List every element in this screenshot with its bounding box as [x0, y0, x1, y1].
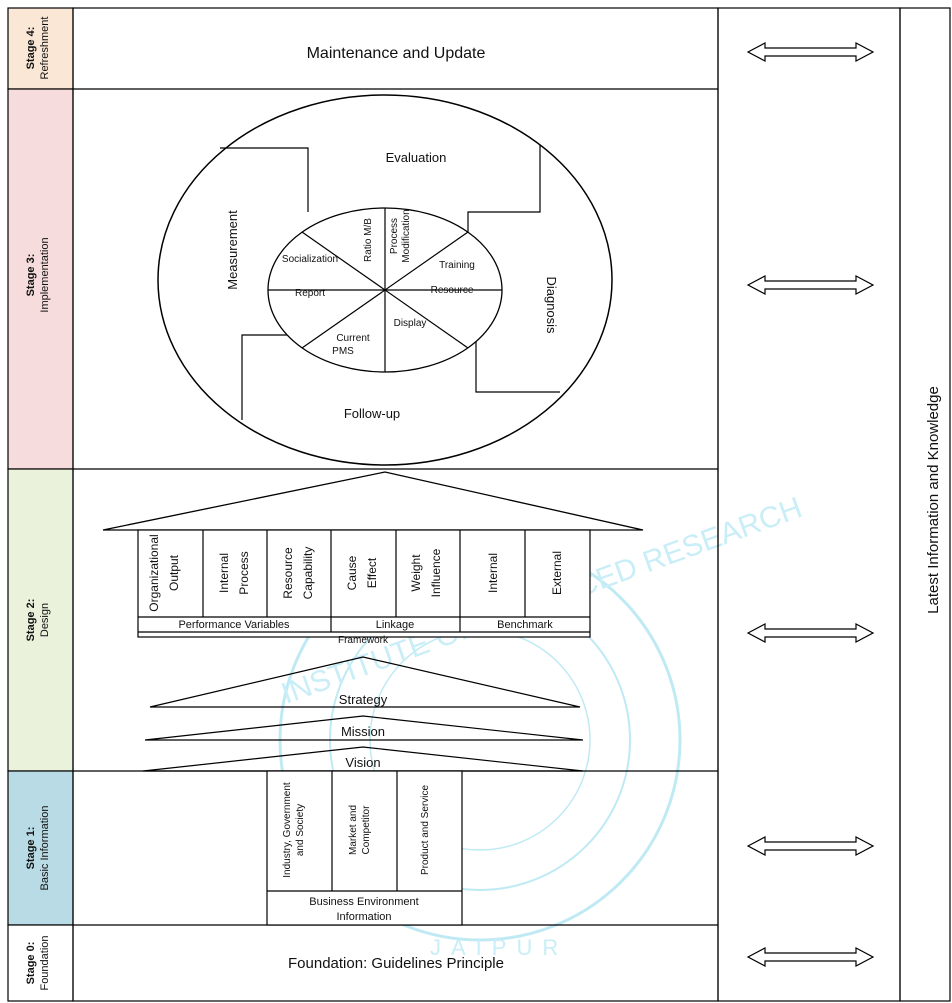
sector-dividers: [268, 208, 502, 372]
mission-label: Mission: [341, 724, 385, 739]
svg-text:Stage 2:: Stage 2:: [25, 599, 37, 642]
sector-ratio: Ratio M/B: [363, 218, 374, 262]
double-arrow-icon: [746, 42, 875, 62]
stage4-label: Stage 4: Refreshment: [25, 17, 51, 80]
sector-current: Current: [336, 333, 370, 344]
double-arrow-icon: [746, 947, 875, 967]
svg-text:Design: Design: [39, 603, 51, 637]
group-benchmark: Benchmark: [497, 619, 553, 631]
svg-text:Stage 4:: Stage 4:: [25, 27, 37, 70]
column-cause: Cause: [345, 555, 359, 590]
svg-text:Stage 0:: Stage 0:: [25, 942, 37, 985]
column-weight: Weight: [409, 554, 423, 592]
evaluation-label: Evaluation: [386, 150, 447, 165]
sector-modification: Modification: [401, 209, 412, 262]
roof-triangle: [102, 471, 644, 531]
stage3-label: Stage 3: Implementation: [25, 237, 51, 312]
column-resource: Resource: [281, 547, 295, 599]
business-environment-block: [266, 770, 463, 926]
column-market: Market and: [348, 805, 359, 855]
sector-report: Report: [295, 288, 325, 299]
column-competitor: Competitor: [361, 805, 372, 855]
sector-process: Process: [389, 218, 400, 254]
column-society: and Society: [295, 804, 306, 856]
column-organizational: Organizational: [147, 534, 161, 611]
svg-text:Foundation: Foundation: [39, 935, 51, 990]
stage2-label: Stage 2: Design: [25, 599, 51, 642]
stage3-label-bg: [7, 88, 74, 470]
column-product-service: Product and Service: [420, 785, 431, 875]
strategy-label: Strategy: [339, 692, 388, 707]
stage4-text: Maintenance and Update: [307, 45, 486, 62]
column-internal: Internal: [486, 553, 500, 593]
double-arrow-icon: [746, 836, 875, 856]
stage0-label-bg: [7, 924, 74, 1002]
svg-text:Stage 3:: Stage 3:: [25, 254, 37, 297]
column-industry: Industry, Government: [282, 782, 293, 878]
column-influence: Influence: [429, 548, 443, 597]
sector-resource: Resource: [431, 285, 474, 296]
vision-label: Vision: [345, 755, 380, 770]
side-label-column: [899, 7, 951, 1002]
sector-pms: PMS: [332, 346, 354, 357]
strategy-layer: [149, 656, 581, 708]
measurement-label: Measurement: [225, 210, 240, 290]
column-block: [137, 529, 591, 638]
mission-layer: [144, 715, 584, 741]
sector-display: Display: [394, 318, 427, 329]
sector-socialization: Socialization: [282, 254, 338, 265]
column-external: External: [550, 551, 564, 595]
column-capability: Capability: [301, 547, 315, 600]
svg-text:Stage 1:: Stage 1:: [25, 827, 37, 870]
framework-label: Framework: [338, 635, 389, 646]
side-label: Latest Information and Knowledge: [925, 386, 942, 614]
diagnosis-label: Diagnosis: [544, 276, 559, 334]
column-output: Output: [167, 554, 181, 591]
stage0-label: Stage 0: Foundation: [25, 935, 51, 990]
svg-text:Refreshment: Refreshment: [39, 17, 51, 80]
column-effect: Effect: [365, 557, 379, 588]
information-label: Information: [336, 911, 391, 923]
group-performance-variables: Performance Variables: [178, 619, 290, 631]
follow-up-label: Follow-up: [344, 406, 400, 421]
stage1-label: Stage 1: Basic Information: [25, 806, 51, 891]
double-arrow-icon: [746, 623, 875, 643]
svg-text:Basic Information: Basic Information: [39, 806, 51, 891]
double-arrow-icon: [746, 275, 875, 295]
arrow-column: [717, 7, 901, 1002]
stage1-label-bg: [7, 770, 74, 926]
column-internal-process-2: Process: [237, 551, 251, 594]
sector-training: Training: [439, 260, 475, 271]
group-linkage: Linkage: [376, 619, 415, 631]
column-internal-process-1: Internal: [217, 553, 231, 593]
watermark-bottom-text: JAIPUR: [430, 935, 568, 960]
stage0-text: Foundation: Guidelines Principle: [288, 955, 504, 972]
outer-ellipse: [157, 94, 613, 466]
business-environment-label: Business Environment: [309, 896, 418, 908]
svg-text:Implementation: Implementation: [39, 237, 51, 312]
